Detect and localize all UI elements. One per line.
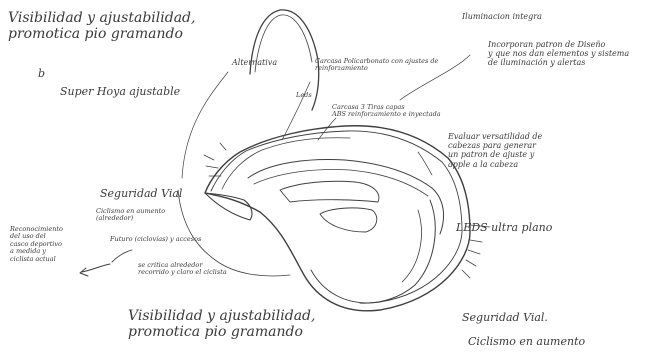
helmet-visor xyxy=(205,193,252,220)
note-carcasa-abs: Carcasa 3 Tiras capas ABS reinforzamient… xyxy=(332,104,502,119)
helmet-vent xyxy=(280,181,379,202)
light-rays xyxy=(204,143,482,278)
note-visibilidad-bottom: Visibilidad y ajustabilidad, promotica p… xyxy=(128,308,328,340)
note-ciclismo-bottom: Ciclismo en aumento xyxy=(468,336,585,349)
note-visibilidad-top: Visibilidad y ajustabilidad, promotica p… xyxy=(8,10,208,42)
note-alternativa: Alternativa xyxy=(232,58,277,67)
note-iluminacion-title: Iluminacion integra xyxy=(462,12,542,21)
note-reconocimiento: Reconocimiento del uso del casco deporti… xyxy=(10,226,88,263)
note-carcasa-policarbonato: Carcasa Policarbonato con ajustes de rei… xyxy=(315,58,485,73)
note-evaluar-versatilidad: Evaluar versatilidad de cabezas para gen… xyxy=(448,132,608,169)
note-ciclismo-top: Ciclismo en aumento (alrededor) xyxy=(96,208,206,223)
note-leds-ultra-plano: LEDS ultra plano xyxy=(456,222,552,235)
note-seguridad-vial-top: Seguridad Vial xyxy=(100,188,182,201)
note-futuro: Futuro (ciclovías) y accesos xyxy=(110,236,270,243)
note-leds-small: Leds xyxy=(296,92,312,99)
helmet-liner xyxy=(248,160,444,234)
note-super-hoja: Super Hoya ajustable xyxy=(60,86,180,99)
note-seguridad-vial-bottom: Seguridad Vial. xyxy=(462,312,548,325)
note-letter-b: b xyxy=(38,68,45,81)
note-critica: se critica alrededor recorrido y claro e… xyxy=(138,262,288,277)
note-patron-diseno: Incorporan patron de Diseño y que nos da… xyxy=(488,40,656,68)
leader-lines xyxy=(182,55,490,227)
